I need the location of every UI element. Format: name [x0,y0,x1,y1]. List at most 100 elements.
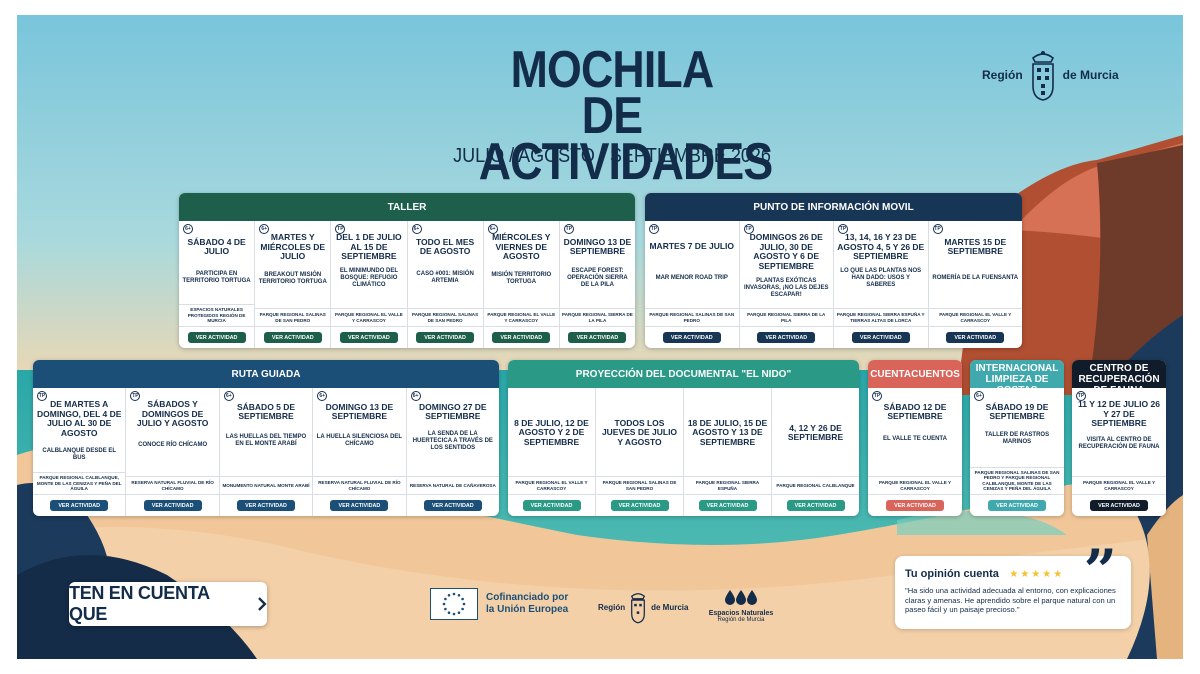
ver-actividad-button[interactable]: VER ACTIVIDAD [263,332,322,343]
activity-location: PARQUE REGIONAL EL VALLE Y CARRASCOY [928,308,1022,326]
ver-actividad-button[interactable]: VER ACTIVIDAD [786,500,845,511]
age-badge: 6+ [317,391,328,401]
quote-icon: ” [1083,537,1117,605]
panel-visita-header: VISITA AL CENTRO DE RECUPERACIÓN DE FAUN… [1072,360,1166,396]
activity-name: EL MINIMUNDO DEL BOSQUE: REFUGIO CLIMÁTI… [339,268,399,288]
eu-cofinancing-logo: Cofinanciado por la Unión Europea [430,588,568,620]
ver-actividad-button[interactable]: VER ACTIVIDAD [187,332,246,343]
ver-actividad-button[interactable]: VER ACTIVIDAD [1090,500,1148,511]
activity-date: 13, 14, 16 Y 23 DE AGOSTO 4, 5 Y 26 DE S… [837,232,925,261]
panel-punto-header: PUNTO DE INFORMACIÓN MOVIL [645,193,1022,221]
activity-name: EL VALLE TE CUENTA [882,435,947,442]
age-badge: TP [649,224,659,234]
activity-date: TODO EL MES DE AGOSTO [415,236,475,256]
title-line-1: MOCHILA DE [510,41,715,145]
activity-card: 18 DE JULIO, 15 DE AGOSTO Y 13 DE SEPTIE… [684,388,772,516]
poster-subtitle: JULIO / AGOSTO / SEPTIEMBRE 2026 [453,145,771,167]
activity-location: PARQUE REGIONAL SALINAS DE SAN PEDRO [645,308,739,326]
ver-actividad-button[interactable]: VER ACTIVIDAD [568,332,627,343]
panel-proyeccion-columns: 8 DE JULIO, 12 DE AGOSTO Y 2 DE SEPTIEMB… [508,388,859,516]
activity-location: PARQUE REGIONAL SIERRA DE LA PILA [559,308,635,326]
activity-date: DOMINGOS 26 DE JULIO, 30 DE AGOSTO Y 6 D… [749,232,823,271]
activity-date: SÁBADO 19 DE SEPTIEMBRE [985,401,1049,421]
ver-actividad-button[interactable]: VER ACTIVIDAD [50,500,109,511]
activity-date: 11 Y 12 DE JULIO 26 Y 27 DE SEPTIEMBRE [1078,399,1160,428]
activity-name: MAR MENOR ROAD TRIP [655,274,728,281]
activity-location: MONUMENTO NATURAL MONTE ARABÍ [219,476,313,494]
panel-ruta-header: RUTA GUIADA [33,360,499,388]
activity-name: BREAKOUT MISIÓN TERRITORIO TORTUGA [258,271,327,285]
age-badge: 6+ [974,391,984,401]
activity-name: CALBLANQUE DESDE EL BUS [42,448,117,461]
activity-name: MISIÓN TERRITORIO TORTUGA [491,271,552,285]
ver-actividad-button[interactable]: VER ACTIVIDAD [988,500,1046,511]
activity-location: PARQUE REGIONAL EL VALLE Y CARRASCOY [483,308,559,326]
crest-icon [631,593,646,624]
ver-actividad-button[interactable]: VER ACTIVIDAD [339,332,398,343]
ver-actividad-button[interactable]: VER ACTIVIDAD [886,500,944,511]
ver-actividad-button[interactable]: VER ACTIVIDAD [757,332,816,343]
footer-region-logo: Región de Murcia [598,590,688,624]
panel-cuenta-header: CUENTACUENTOS [868,360,962,388]
activity-card: 4, 12 Y 26 DE SEPTIEMBRE PARQUE REGIONAL … [772,388,859,516]
logo-text-right: de Murcia [1062,68,1119,82]
activity-location: PARQUE REGIONAL SALINAS DE SAN PEDRO [596,476,683,494]
panel-taller-header: TALLER [179,193,635,221]
activity-location: PARQUE REGIONAL SIERRA DE LA PILA [739,308,833,326]
panel-dia-limpieza: DÍA INTERNACIONAL LIMPIEZA DE COSTAS 6+S… [970,360,1064,516]
espacios-naturales-logo: Espacios Naturales Región de Murcia [705,589,777,623]
ver-actividad-button[interactable]: VER ACTIVIDAD [698,500,757,511]
crest-icon [1031,51,1054,101]
ver-actividad-button[interactable]: VER ACTIVIDAD [522,500,581,511]
age-badge: 6+ [411,224,422,234]
ten-en-cuenta-button[interactable]: TEN EN CUENTA QUE [69,582,267,626]
region-murcia-logo: Región de Murcia [982,48,1119,102]
activity-date: DEL 1 DE JULIO AL 15 DE SEPTIEMBRE [336,232,402,261]
activity-date: SÁBADO 5 DE SEPTIEMBRE [236,401,296,421]
activity-location: PARQUE REGIONAL CALBLANQUE [772,476,859,494]
ten-en-cuenta-label: TEN EN CUENTA QUE [69,583,210,624]
activity-location: PARQUE REGIONAL SALINAS DE SAN PEDRO Y P… [970,466,1064,494]
ver-actividad-button[interactable]: VER ACTIVIDAD [237,500,296,511]
panel-proyeccion: PROYECCIÓN DEL DOCUMENTAL "EL NIDO" 8 DE… [508,360,859,516]
age-badge: TP [37,391,47,401]
ver-actividad-button[interactable]: VER ACTIVIDAD [330,500,389,511]
activity-date: DOMINGO 13 DE SEPTIEMBRE [325,401,394,421]
activity-location: RESERVA NATURAL FLUVIAL DE RÍO CHÍCAMO [126,476,219,494]
age-badge: TP [872,391,882,401]
ver-actividad-button[interactable]: VER ACTIVIDAD [946,332,1005,343]
ver-actividad-button[interactable]: VER ACTIVIDAD [610,500,669,511]
activity-date: SÁBADOS Y DOMINGOS DE JULIO Y AGOSTO [136,399,209,428]
ver-actividad-button[interactable]: VER ACTIVIDAD [416,332,475,343]
review-text: "Ha sido una actividad adecuada al entor… [905,586,1116,615]
eu-text-line-2: la Unión Europea [486,604,569,615]
activity-name: CONOCE RÍO CHÍCAMO [138,442,208,448]
age-badge: TP [838,224,848,234]
age-badge: TP [335,224,346,234]
ver-actividad-button[interactable]: VER ACTIVIDAD [492,332,551,343]
age-badge: 6+ [259,224,270,234]
ver-actividad-button[interactable]: VER ACTIVIDAD [662,332,721,343]
activity-date: SÁBADO 4 DE JULIO [187,236,246,256]
ver-actividad-button[interactable]: VER ACTIVIDAD [143,500,202,511]
activity-name: CASO #001: MISIÓN ARTEMIA [416,271,474,284]
activity-location: PARQUE REGIONAL EL VALLE Y CARRASCOY [868,476,962,494]
activity-card: 8 DE JULIO, 12 DE AGOSTO Y 2 DE SEPTIEMB… [508,388,596,516]
activity-name: LAS HUELLAS DEL TIEMPO EN EL MONTE ARABÍ [225,434,307,447]
activity-date: 4, 12 Y 26 DE SEPTIEMBRE [787,422,844,442]
ver-actividad-button[interactable]: VER ACTIVIDAD [423,500,482,511]
ver-actividad-button[interactable]: VER ACTIVIDAD [851,332,910,343]
